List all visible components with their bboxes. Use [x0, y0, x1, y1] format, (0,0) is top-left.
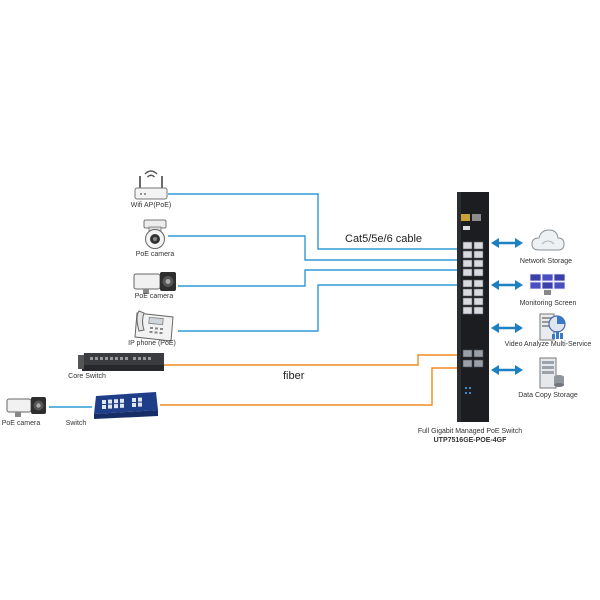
- arrow-network-storage: [491, 238, 523, 248]
- analytics-server-icon: [539, 313, 566, 341]
- video-analyze-label: Video Analyze Multi-Service: [504, 341, 592, 348]
- monitor-wall-icon: [529, 273, 566, 295]
- fiber-label: fiber: [283, 370, 305, 382]
- dome-camera-label: PoE camera: [135, 251, 175, 258]
- monitoring-screen-label: Monitoring Screen: [519, 300, 577, 307]
- bottom-switch-label: Switch: [65, 420, 87, 427]
- bidirectional-arrows: [491, 238, 523, 375]
- access-switch-icon: [94, 392, 158, 419]
- fiber-cables: [160, 354, 462, 406]
- switch-caption: Full Gigabit Managed PoE Switch: [417, 428, 523, 435]
- cable-ip-phone: [178, 284, 462, 332]
- cable-box-camera: [178, 269, 462, 287]
- storage-server-icon: [539, 357, 564, 389]
- wifi-ap-label: Wifi AP(PoE): [130, 202, 172, 209]
- rj45-ports: [462, 241, 484, 315]
- cable-type-label: Cat5/5e/6 cable: [345, 233, 423, 245]
- network-storage-label: Network Storage: [519, 258, 573, 265]
- console-port: [461, 214, 470, 221]
- cable-wifi-ap: [168, 193, 462, 250]
- ip-phone-icon: [134, 310, 174, 342]
- cable-dome-camera: [168, 235, 462, 261]
- bottom-box-camera-icon: [6, 397, 46, 417]
- cloud-icon: [531, 229, 565, 251]
- rack-switch-icon: [78, 353, 164, 371]
- switch-model: UTP7516GE-POE-4GF: [433, 437, 507, 444]
- box-camera-label: PoE camera: [134, 293, 174, 300]
- bottom-camera-label: PoE camera: [1, 420, 41, 427]
- arrow-video-analyze: [491, 323, 523, 333]
- sfp-ports: [462, 349, 484, 368]
- data-copy-storage-label: Data Copy Storage: [518, 392, 578, 399]
- copper-cables: [168, 193, 462, 332]
- box-camera-icon: [133, 272, 176, 294]
- ip-phone-label: IP phone (PoE): [128, 340, 176, 347]
- fiber-core-switch: [163, 354, 462, 366]
- managed-poe-switch: [457, 192, 489, 422]
- arrow-monitoring-screen: [491, 280, 523, 290]
- dome-camera-icon: [143, 219, 167, 249]
- fiber-access-switch: [160, 367, 462, 406]
- wifi-router-icon: [134, 170, 168, 200]
- arrow-data-copy: [491, 365, 523, 375]
- core-switch-label: Core Switch: [68, 373, 106, 380]
